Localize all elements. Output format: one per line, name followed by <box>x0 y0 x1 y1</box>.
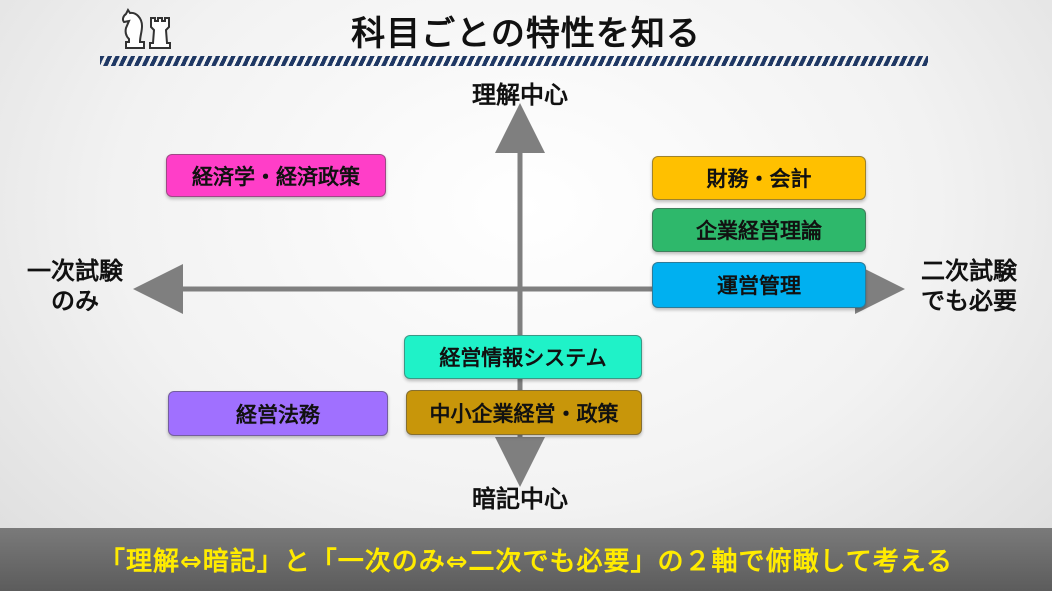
axis-label-left-line2: のみ <box>51 287 99 315</box>
subject-operations: 運営管理 <box>652 262 866 308</box>
subject-management-theory: 企業経営理論 <box>652 208 866 252</box>
title-divider <box>100 56 928 66</box>
subject-info-systems: 経営情報システム <box>404 335 642 379</box>
subject-law: 経営法務 <box>168 391 388 436</box>
axis-label-bottom: 暗記中心 <box>472 485 568 513</box>
axis-label-left: 一次試験 のみ <box>10 256 140 316</box>
subject-sme-policy: 中小企業経営・政策 <box>406 390 642 435</box>
axis-label-right-line1: 二次試験 <box>921 257 1017 285</box>
axis-label-right: 二次試験 でも必要 <box>904 256 1034 316</box>
axis-label-top: 理解中心 <box>472 81 568 109</box>
footer-banner: 「理解⇔暗記」と「一次のみ⇔二次でも必要」の２軸で俯瞰して考える <box>0 528 1052 591</box>
axis-label-left-line1: 一次試験 <box>27 257 123 285</box>
subject-finance: 財務・会計 <box>652 156 866 200</box>
chess-pieces-icon <box>121 8 171 49</box>
axis-label-right-line2: でも必要 <box>921 287 1017 315</box>
page-title: 科目ごとの特性を知る <box>351 14 701 54</box>
subject-economics: 経済学・経済政策 <box>166 154 386 197</box>
